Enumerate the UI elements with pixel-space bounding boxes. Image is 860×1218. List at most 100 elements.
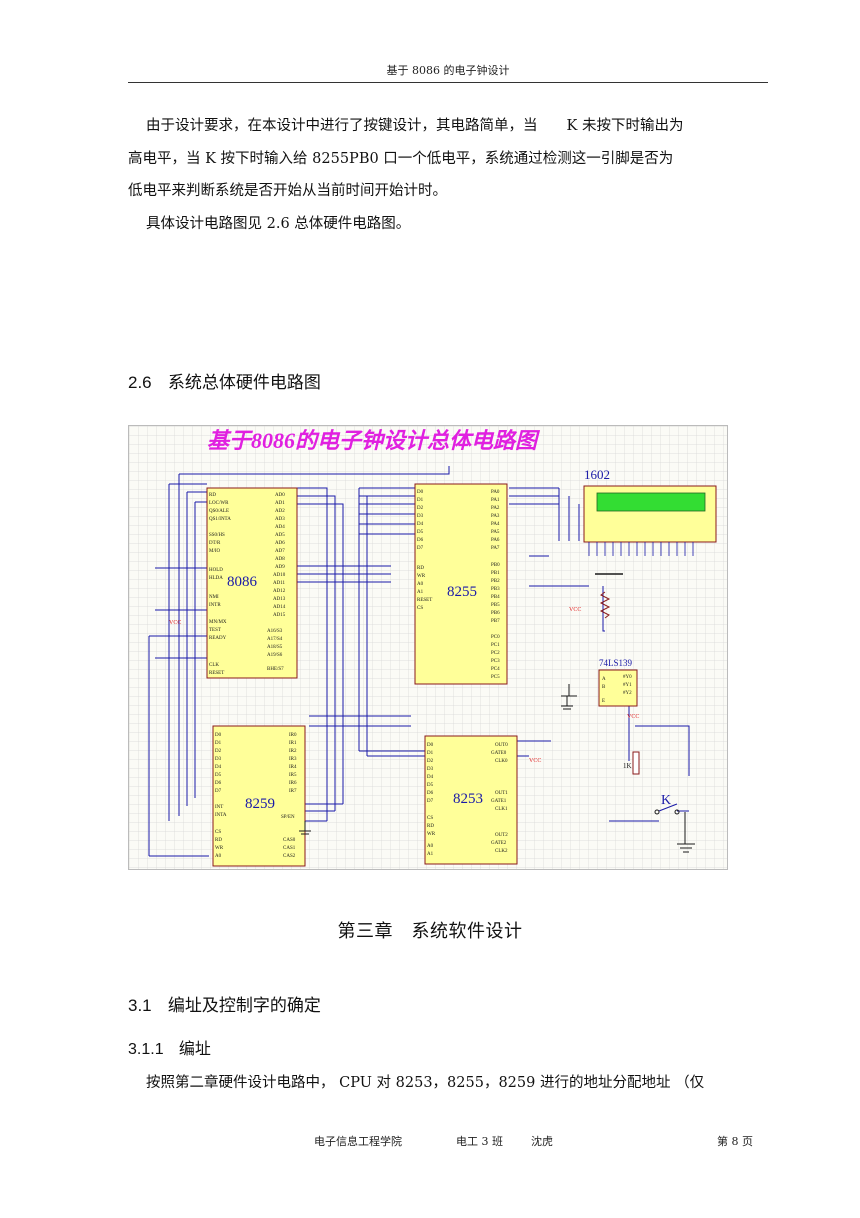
svg-text:D3: D3 <box>215 757 222 762</box>
svg-text:#Y0: #Y0 <box>623 675 632 680</box>
footer-class: 电工 3 班 <box>456 1135 503 1148</box>
svg-text:PA1: PA1 <box>491 498 500 503</box>
page-header: 基于 8086 的电子钟设计 <box>386 64 510 77</box>
svg-text:NMI: NMI <box>209 595 219 600</box>
section-title: 编址及控制字的确定 <box>167 996 321 1016</box>
vcc-label-1: VCC <box>569 607 581 613</box>
svg-text:AD15: AD15 <box>273 613 286 618</box>
svg-text:IR6: IR6 <box>289 781 297 786</box>
svg-text:CS: CS <box>427 816 433 821</box>
svg-text:RESET: RESET <box>417 598 432 603</box>
svg-text:CLK0: CLK0 <box>495 759 508 764</box>
svg-text:AD2: AD2 <box>275 509 285 514</box>
svg-text:PB2: PB2 <box>491 579 500 584</box>
svg-text:D5: D5 <box>427 783 434 788</box>
svg-text:D1: D1 <box>417 498 424 503</box>
footer-page-number: 第 8 页 <box>717 1135 753 1148</box>
svg-text:PC0: PC0 <box>491 635 500 640</box>
svg-text:WR: WR <box>417 574 426 579</box>
svg-text:HOLD: HOLD <box>209 568 223 573</box>
svg-text:RD: RD <box>417 566 424 571</box>
svg-text:RD: RD <box>209 493 216 498</box>
svg-text:A19/S6: A19/S6 <box>267 653 283 658</box>
svg-text:MN/MX: MN/MX <box>209 620 227 625</box>
svg-text:A: A <box>602 677 606 682</box>
svg-text:OUT1: OUT1 <box>495 791 508 796</box>
svg-text:#Y1: #Y1 <box>623 683 632 688</box>
svg-text:D4: D4 <box>417 522 424 527</box>
svg-text:LOC/WR: LOC/WR <box>209 501 229 506</box>
section-heading-3-1-1: 3.1.1 编址 <box>128 1035 211 1059</box>
svg-text:AD3: AD3 <box>275 517 285 522</box>
svg-text:D1: D1 <box>427 751 434 756</box>
section-heading-3-1: 3.1 编址及控制字的确定 <box>128 991 321 1016</box>
section-number: 3.1.1 <box>128 1041 164 1058</box>
svg-text:D3: D3 <box>417 514 424 519</box>
svg-text:PA5: PA5 <box>491 530 500 535</box>
section-heading-2-6: 2.6 系统总体硬件电路图 <box>128 368 321 393</box>
chip-8086 <box>206 487 298 679</box>
svg-text:CS: CS <box>417 606 423 611</box>
svg-text:AD11: AD11 <box>273 581 286 586</box>
svg-text:AD9: AD9 <box>275 565 285 570</box>
header-rule <box>128 82 768 83</box>
svg-text:D1: D1 <box>215 741 222 746</box>
svg-text:GATE2: GATE2 <box>491 841 507 846</box>
svg-text:D3: D3 <box>427 767 434 772</box>
svg-text:CAS2: CAS2 <box>283 854 296 859</box>
svg-text:AD10: AD10 <box>273 573 286 578</box>
chip-74ls139 <box>598 669 638 707</box>
chip-8259 <box>212 725 306 867</box>
svg-text:PB7: PB7 <box>491 619 500 624</box>
paragraph-line: 具体设计电路图见 2.6 总体硬件电路图。 <box>146 216 411 232</box>
svg-text:CAS0: CAS0 <box>283 838 296 843</box>
lcd-label: 1602 <box>584 467 610 482</box>
circuit-svg: 基于8086的电子钟设计总体电路图 8086 RDLOC/WRQS0/ALEQS… <box>129 426 727 869</box>
svg-text:CLK: CLK <box>209 663 219 668</box>
svg-text:D4: D4 <box>215 765 222 770</box>
svg-text:PA7: PA7 <box>491 546 500 551</box>
resistor-label: 1K <box>623 762 632 770</box>
svg-text:D0: D0 <box>427 743 434 748</box>
svg-text:A0: A0 <box>417 582 424 587</box>
chip-8253 <box>424 735 518 865</box>
svg-text:QS1/INTA: QS1/INTA <box>209 517 231 522</box>
svg-text:D0: D0 <box>215 733 222 738</box>
svg-text:INT: INT <box>215 805 223 810</box>
svg-text:PC5: PC5 <box>491 675 500 680</box>
svg-text:PC2: PC2 <box>491 651 500 656</box>
paragraph-line: 由于设计要求，在本设计中进行了按键设计，其电路简单，当 K 未按下时输出为 <box>146 118 684 134</box>
svg-text:D6: D6 <box>417 538 424 543</box>
svg-text:D4: D4 <box>427 775 434 780</box>
resistor-1k <box>632 751 640 775</box>
svg-text:RD: RD <box>427 824 434 829</box>
chip-8255-label: 8255 <box>447 584 477 600</box>
vcc-label-2: VCC <box>627 714 639 720</box>
svg-text:PA4: PA4 <box>491 522 500 527</box>
svg-text:PC3: PC3 <box>491 659 500 664</box>
svg-text:OUT2: OUT2 <box>495 833 508 838</box>
svg-text:PA0: PA0 <box>491 490 500 495</box>
section-title: 系统总体硬件电路图 <box>167 373 321 393</box>
key-label: K <box>661 793 671 808</box>
svg-text:D7: D7 <box>417 546 424 551</box>
svg-text:WR: WR <box>215 846 224 851</box>
svg-text:AD8: AD8 <box>275 557 285 562</box>
svg-text:RESET: RESET <box>209 671 224 676</box>
section-title: 编址 <box>178 1039 211 1058</box>
svg-text:D0: D0 <box>417 490 424 495</box>
section-number: 2.6 <box>128 373 152 392</box>
svg-text:PC1: PC1 <box>491 643 500 648</box>
svg-text:D7: D7 <box>427 799 434 804</box>
svg-text:INTR: INTR <box>209 603 221 608</box>
svg-text:PB3: PB3 <box>491 587 500 592</box>
paragraph-line: 低电平来判断系统是否开始从当前时间开始计时。 <box>128 183 447 199</box>
figure-title: 基于8086的电子钟设计总体电路图 <box>207 428 541 453</box>
svg-text:TEST: TEST <box>209 628 221 633</box>
svg-text:IR7: IR7 <box>289 789 297 794</box>
svg-text:PA2: PA2 <box>491 506 500 511</box>
svg-text:CS: CS <box>215 830 221 835</box>
svg-text:D6: D6 <box>215 781 222 786</box>
svg-text:A18/S5: A18/S5 <box>267 645 283 650</box>
vcc-label-4: VCC <box>529 758 541 764</box>
